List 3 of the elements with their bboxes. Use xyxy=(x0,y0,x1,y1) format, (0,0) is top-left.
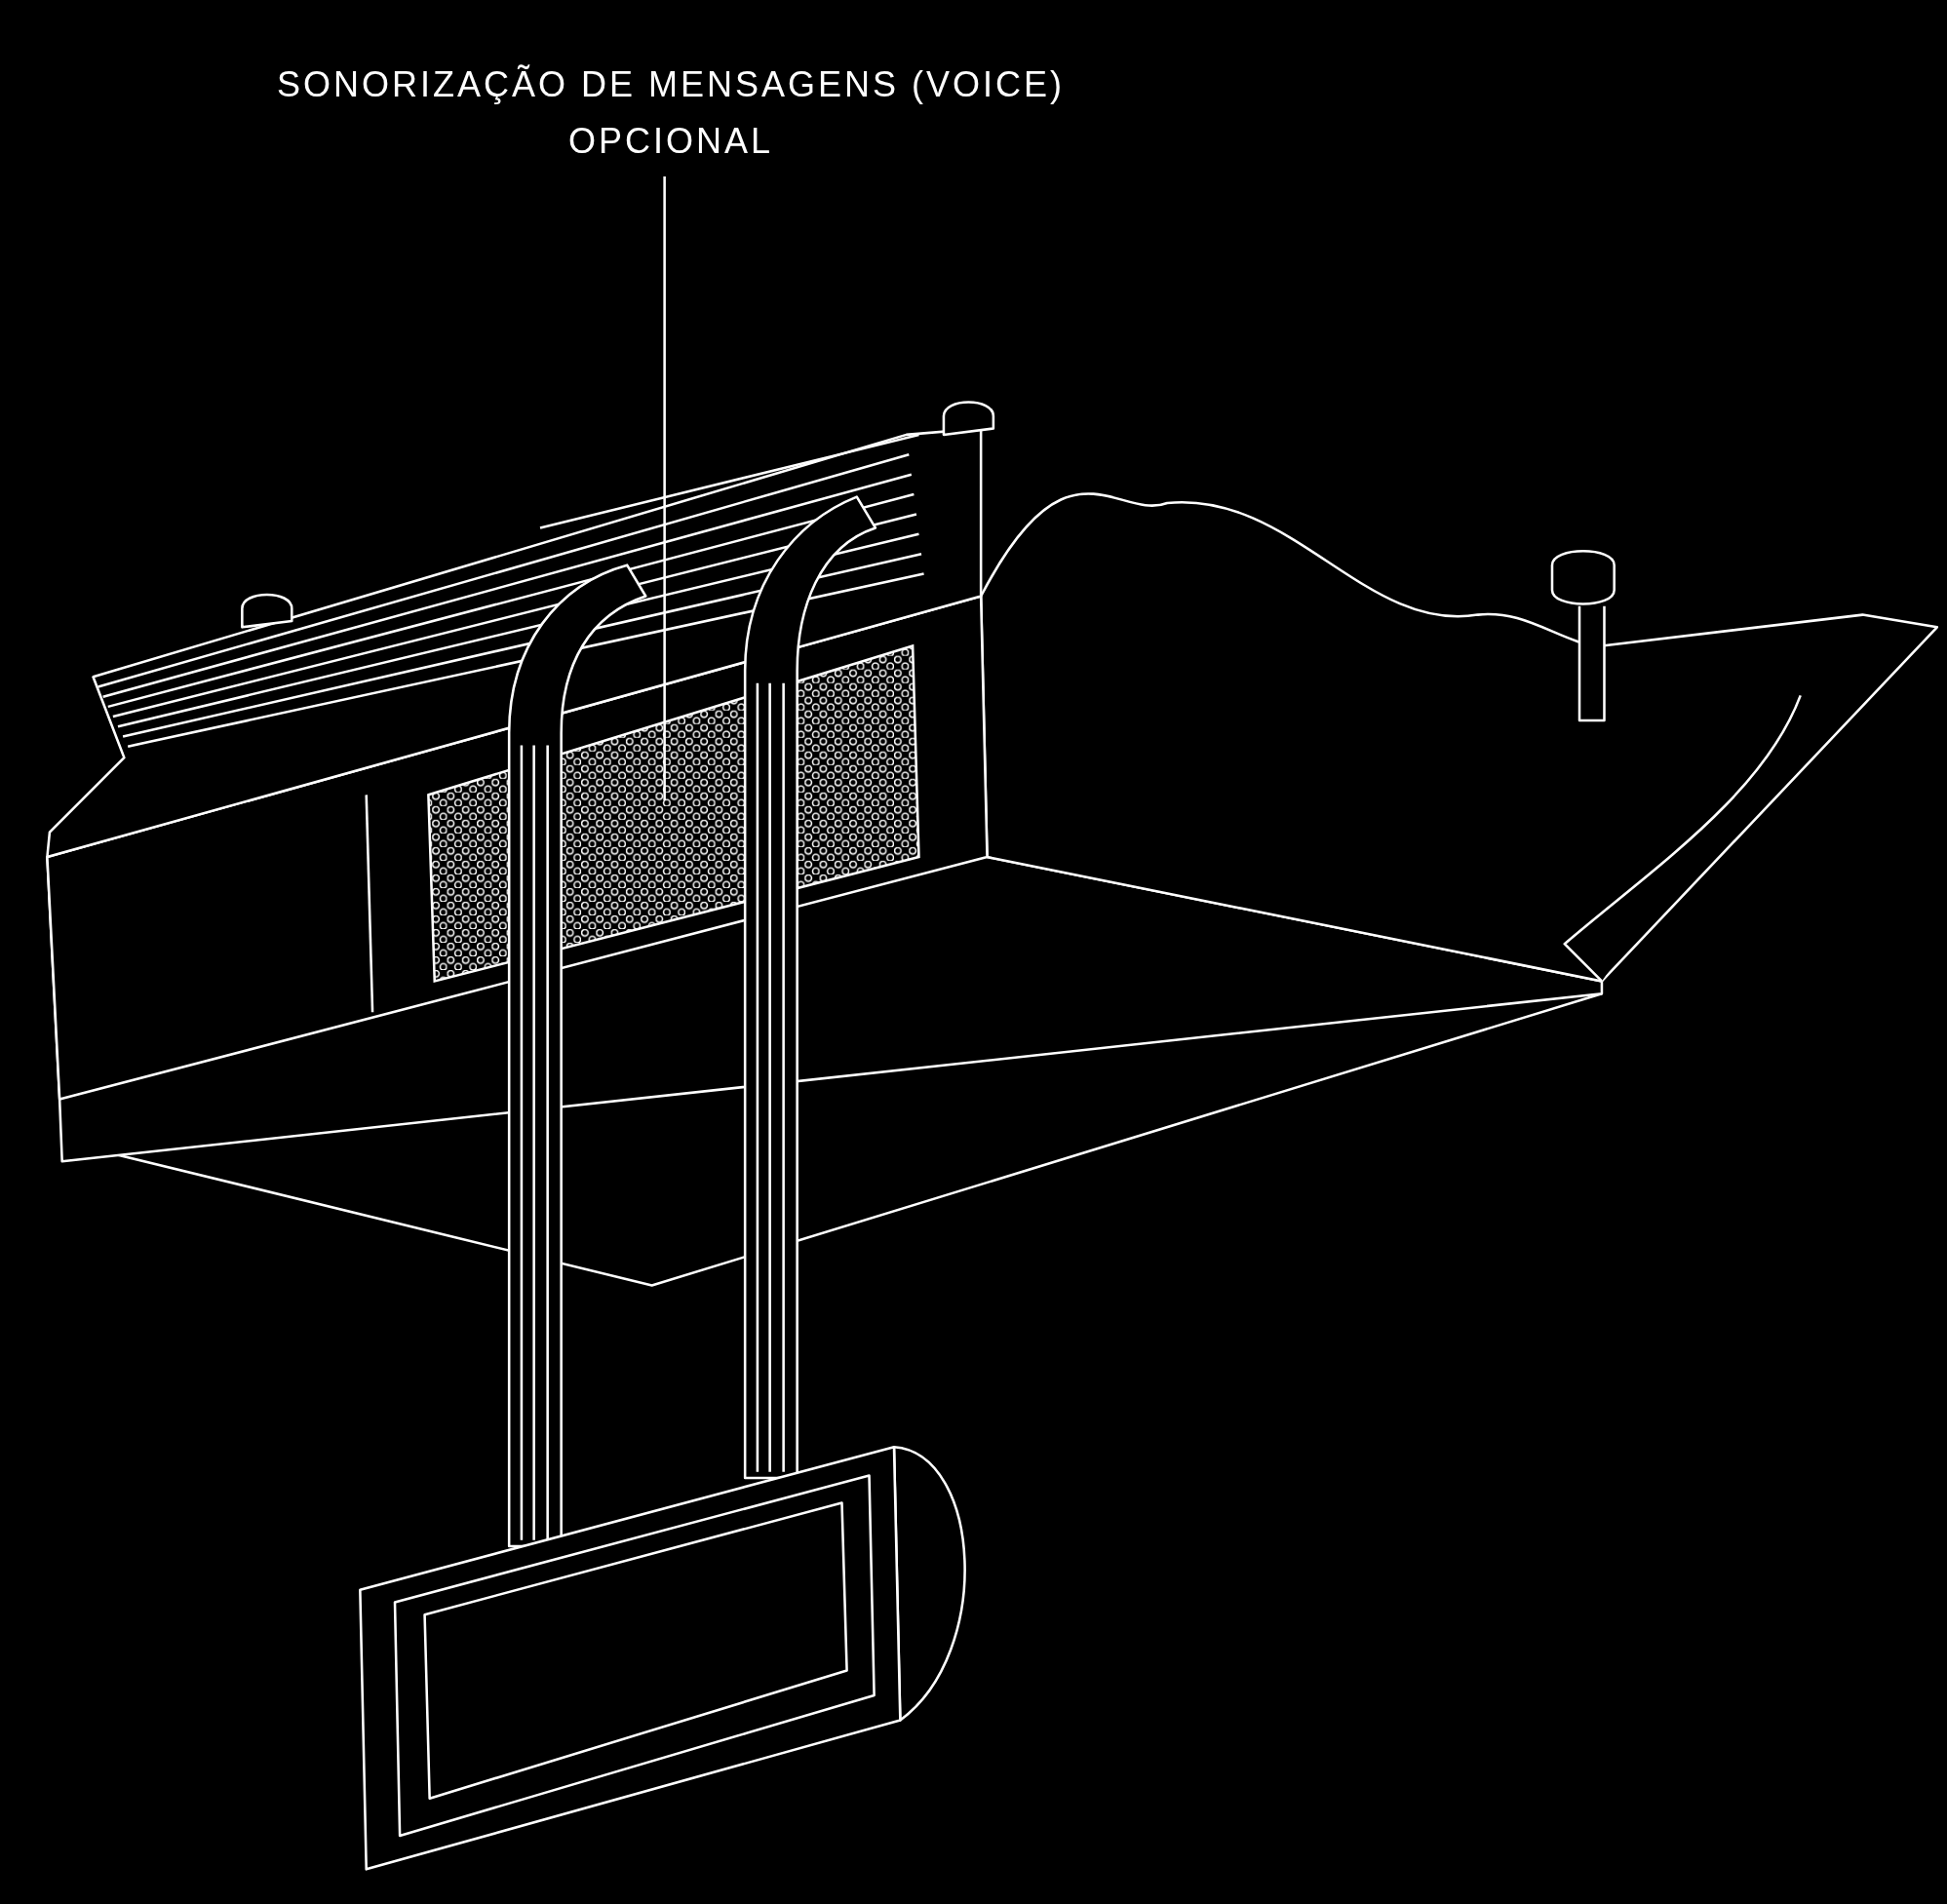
leader-line xyxy=(663,175,666,800)
callout-label: OPCIONAL xyxy=(566,119,774,163)
callout-label: SONORIZAÇÃO DE MENSAGENS (VOICE) xyxy=(275,63,1067,106)
